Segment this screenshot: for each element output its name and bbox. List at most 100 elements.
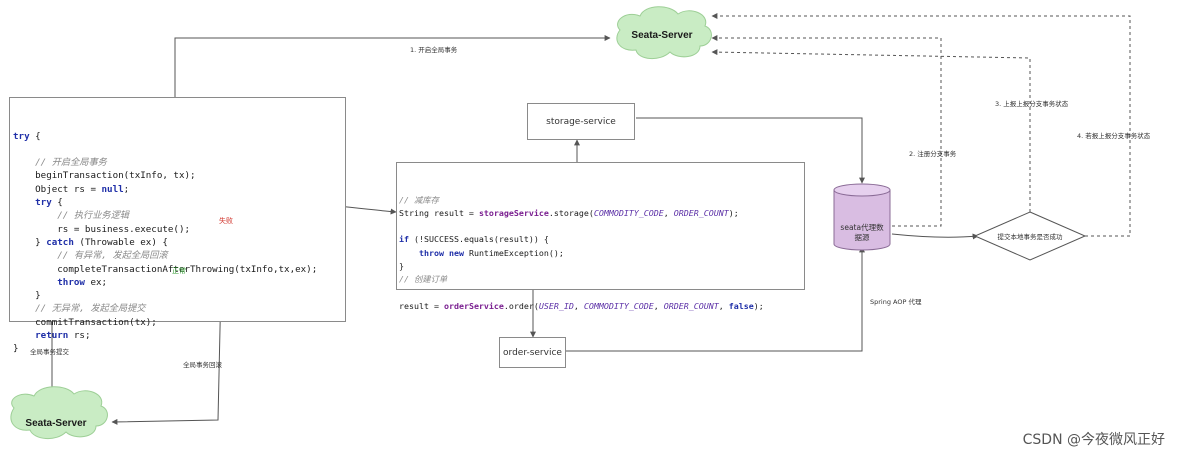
decision-label: 提交本地事务是否成功: [998, 232, 1064, 241]
code-token: if: [399, 234, 409, 245]
seata-server-top-label: Seata-Server: [631, 30, 692, 41]
mid-code-line: // 创建订单: [399, 273, 804, 286]
label-register-branch: 2. 注册分支事务: [909, 150, 957, 158]
code-token: // 有异常, 发起全局回滚: [57, 250, 168, 262]
label-failure: 失败: [219, 217, 233, 225]
code-token: rs = business.execute();: [13, 223, 191, 235]
label-spring-aop: Spring AOP 代理: [870, 298, 922, 306]
code-token: Object rs =: [13, 183, 102, 195]
code-token: [13, 197, 35, 208]
code-token: {: [51, 197, 63, 209]
label-begin-global: 1. 开启全局事务: [410, 46, 458, 54]
mid-code-line: }: [399, 260, 804, 273]
code-token: orderService: [443, 300, 504, 311]
seata-proxy-datasource-cylinder: seata代理数 据源: [833, 183, 891, 251]
code-token: throw: [57, 276, 85, 288]
left-code-line: beginTransaction(txInfo, tx);: [13, 169, 345, 182]
left-code-line: // 执行业务逻辑: [13, 209, 345, 222]
code-token: // 无异常, 发起全局提交: [35, 303, 146, 315]
commit-decision-diamond: 提交本地事务是否成功: [973, 211, 1087, 261]
label-global-commit: 全局事务提交: [30, 348, 69, 356]
left-code-line: try {: [13, 130, 345, 143]
code-token: {: [29, 130, 41, 142]
code-token: );: [753, 300, 764, 311]
left-code-line: // 开启全局事务: [13, 156, 345, 169]
code-token: beginTransaction(txInfo, tx);: [13, 170, 196, 182]
code-token: ,: [718, 300, 729, 311]
arrow-storage-to-proxy: [636, 117, 865, 184]
code-token: return: [35, 330, 69, 342]
arrow-begin-global: [174, 35, 611, 97]
storage-service-box: storage-service: [527, 103, 635, 140]
code-token: [13, 303, 35, 314]
code-token: }: [13, 290, 41, 302]
watermark: CSDN @今夜微风正好: [1022, 432, 1165, 448]
mid-code-line: if (!SUCCESS.equals(result)) {: [399, 233, 804, 246]
code-token: result =: [399, 300, 444, 311]
code-token: COMMODITY_CODE: [593, 207, 664, 218]
left-code-line: }: [13, 289, 345, 302]
left-code-lines: try { // 开启全局事务 beginTransaction(txInfo,…: [13, 130, 345, 356]
code-token: (!SUCCESS.equals(result)) {: [409, 234, 549, 245]
code-token: ,: [663, 207, 674, 218]
proxy-label-line1: seata代理数: [840, 222, 884, 232]
code-token: [13, 277, 57, 288]
arrow-proxy-to-decision: [891, 233, 979, 240]
left-code-line: commitTransaction(tx);: [13, 316, 345, 329]
code-token: [13, 210, 57, 221]
code-token: ;: [123, 183, 130, 195]
code-token: catch: [46, 236, 74, 248]
seata-server-top-cloud: Seata-Server: [616, 6, 712, 59]
arrow-report-status-2: [711, 13, 1131, 237]
code-token: storageService: [478, 207, 549, 218]
code-token: [13, 157, 35, 168]
arrow-order-to-proxy: [566, 246, 865, 352]
left-code-line: // 有异常, 发起全局回滚: [13, 249, 345, 262]
global-transaction-code-block: try { // 开启全局事务 beginTransaction(txInfo,…: [9, 97, 346, 354]
code-token: completeTransactionAfterThrowing(txInfo,…: [13, 263, 318, 275]
code-token: String result =: [399, 207, 479, 218]
left-code-line: }: [13, 342, 345, 355]
left-code-line: throw ex;: [13, 276, 345, 289]
code-token: [399, 248, 419, 258]
storage-service-label: storage-service: [546, 116, 616, 127]
code-token: try: [35, 197, 52, 209]
business-code-block: // 减库存 String result = storageService.sto…: [396, 162, 805, 311]
left-code-line: } catch (Throwable ex) {: [13, 236, 345, 249]
arrow-register-branch: [711, 35, 942, 227]
code-token: RuntimeException();: [463, 247, 564, 258]
seata-server-bottom-cloud: Seata-Server: [10, 386, 108, 439]
code-token: [13, 330, 35, 341]
mid-code-line: // 减库存: [399, 194, 804, 207]
code-token: // 开启全局事务: [35, 157, 107, 169]
arrow-report-status: [711, 49, 1031, 212]
mid-code-line: [399, 220, 804, 233]
code-token: }: [13, 343, 19, 355]
mid-code-lines: // 减库存 String result = storageService.sto…: [399, 194, 804, 314]
code-token: false: [728, 300, 754, 311]
code-token: .storage(: [548, 207, 594, 218]
left-code-line: [13, 143, 345, 156]
code-token: commitTransaction(tx);: [13, 316, 157, 328]
label-report-status-2: 4. 若报上报分支事务状态: [1077, 132, 1151, 140]
code-token: }: [399, 261, 404, 272]
code-token: // 减库存: [399, 194, 439, 205]
left-code-line: return rs;: [13, 329, 345, 342]
code-token: .order(: [503, 300, 539, 311]
left-code-line: Object rs = null;: [13, 183, 345, 196]
code-token: ORDER_COUNT: [673, 207, 729, 218]
mid-code-line: throw new RuntimeException();: [399, 247, 804, 260]
label-success: 正常: [172, 267, 186, 275]
order-service-label: order-service: [503, 347, 562, 358]
left-code-line: // 无异常, 发起全局提交: [13, 302, 345, 315]
code-token: }: [13, 236, 47, 248]
code-token: [13, 250, 57, 261]
mid-code-line: [399, 287, 804, 300]
mid-code-line: String result = storageService.storage(C…: [399, 207, 804, 220]
code-token: COMMODITY_CODE: [583, 300, 654, 311]
label-global-rollback: 全局事务回滚: [183, 361, 222, 369]
code-token: ,: [653, 300, 664, 311]
code-token: );: [728, 207, 739, 218]
seata-server-bottom-label: Seata-Server: [25, 418, 86, 429]
